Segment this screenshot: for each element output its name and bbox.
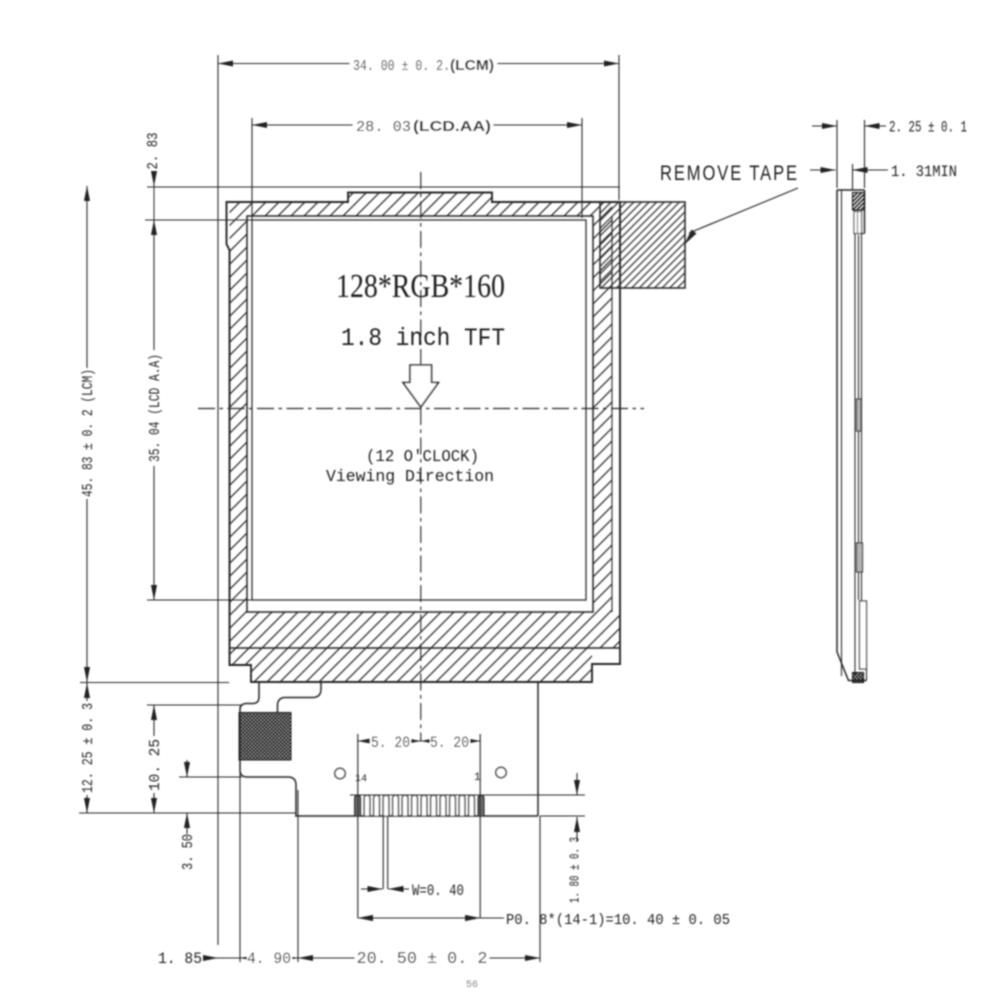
svg-text:14: 14 — [355, 773, 367, 785]
svg-text:2. 83: 2. 83 — [146, 133, 162, 170]
svg-text:35. 04 (LCD A.A): 35. 04 (LCD A.A) — [148, 354, 164, 462]
svg-text:4. 90: 4. 90 — [247, 950, 291, 968]
svg-text:Viewing Direction: Viewing Direction — [326, 467, 494, 486]
svg-text:5. 20: 5. 20 — [371, 734, 410, 752]
svg-text:W=0. 40: W=0. 40 — [412, 882, 464, 900]
svg-text:20. 50 ± 0. 2: 20. 50 ± 0. 2 — [357, 949, 488, 968]
svg-text:45. 83 ± 0. 2 (LCM): 45. 83 ± 0. 2 (LCM) — [81, 369, 97, 497]
svg-text:28. 03: 28. 03 — [356, 119, 411, 136]
svg-text:1. 80 ± 0. 3: 1. 80 ± 0. 3 — [568, 837, 584, 903]
svg-text:P0. 8*(14-1)=10. 40 ± 0. 05: P0. 8*(14-1)=10. 40 ± 0. 05 — [506, 913, 730, 929]
svg-text:56: 56 — [466, 980, 478, 991]
svg-text:5. 20: 5. 20 — [430, 734, 469, 752]
svg-text:2. 25 ± 0. 1: 2. 25 ± 0. 1 — [889, 119, 967, 137]
svg-text:1. 31MIN: 1. 31MIN — [891, 163, 957, 181]
svg-text:12. 25 ± 0. 3: 12. 25 ± 0. 3 — [81, 703, 97, 793]
svg-text:1: 1 — [474, 772, 481, 784]
svg-text:10. 25: 10. 25 — [148, 739, 164, 791]
svg-text:(12 O'CLOCK): (12 O'CLOCK) — [366, 447, 479, 466]
svg-text:128*RGB*160: 128*RGB*160 — [336, 268, 505, 305]
svg-text:34. 00 ± 0. 2.: 34. 00 ± 0. 2. — [353, 58, 450, 75]
svg-text:REMOVE TAPE: REMOVE TAPE — [660, 161, 799, 185]
svg-text:(LCD.AA): (LCD.AA) — [413, 118, 491, 135]
svg-text:(LCM): (LCM) — [450, 58, 494, 74]
svg-text:3. 50: 3. 50 — [181, 834, 197, 870]
svg-text:1. 85: 1. 85 — [158, 950, 202, 968]
svg-text:1.8 inch TFT: 1.8 inch TFT — [341, 324, 505, 353]
